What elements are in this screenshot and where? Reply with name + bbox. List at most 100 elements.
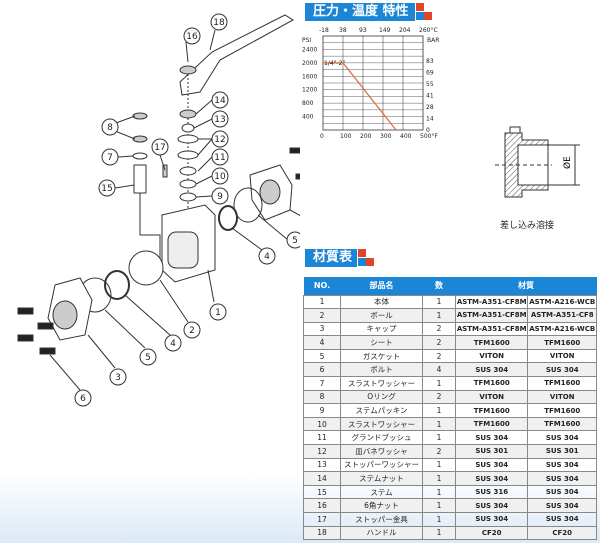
header-name: 部品名	[340, 277, 423, 295]
header-qty: 数	[422, 277, 456, 295]
x-tick-label: 200	[360, 133, 372, 140]
material-1: ASTM-A351-CF8M	[454, 308, 529, 323]
callout-number: 3	[115, 373, 121, 383]
callout-13: 13	[211, 110, 229, 128]
quantity: 1	[422, 525, 456, 541]
part-name: スラストワッシャー	[340, 416, 423, 432]
part-name: ボルト	[340, 362, 423, 378]
part-name: ステム	[340, 484, 423, 500]
x-tick-label: 500°F	[420, 133, 438, 140]
part-no: 17	[303, 512, 341, 527]
material-2: ASTM-A216-WCB	[527, 321, 597, 337]
callout-number: 13	[214, 115, 225, 125]
y2-tick-label: 55	[426, 81, 434, 88]
callout-number: 14	[214, 96, 226, 106]
section-caption: 差し込み溶接	[500, 221, 555, 231]
part-no: 10	[303, 416, 341, 432]
part-name: グランドブッシュ	[340, 430, 423, 446]
callout-number: 15	[101, 184, 112, 194]
callout-number: 6	[80, 394, 86, 404]
callout-5: 5	[286, 231, 300, 249]
quantity: 1	[422, 471, 456, 486]
quantity: 2	[422, 389, 456, 405]
material-1: SUS 301	[454, 444, 529, 459]
dimension-label: ØE	[562, 156, 573, 169]
material-2: SUS 304	[527, 457, 597, 473]
material-1: SUS 304	[454, 457, 529, 473]
x2-tick-label: 38	[339, 27, 347, 34]
deco-square	[424, 12, 432, 20]
quantity: 2	[422, 335, 456, 350]
material-1: SUS 304	[454, 362, 529, 378]
y-tick-label: 2000	[302, 60, 317, 67]
part-name: キャップ	[340, 321, 423, 337]
quantity: 1	[422, 403, 456, 418]
material-2: TFM1600	[527, 335, 597, 350]
callout-14: 14	[211, 91, 229, 109]
part-name: ハンドル	[340, 525, 423, 541]
callout-7: 7	[101, 148, 119, 166]
part-no: 11	[303, 430, 341, 446]
quantity: 1	[422, 484, 456, 500]
deco-square	[366, 258, 374, 266]
x2-tick-label: 260°C	[419, 27, 438, 34]
quantity: 1	[422, 512, 456, 527]
callout-18: 18	[210, 13, 228, 31]
part-name: スラストワッシャー	[340, 376, 423, 391]
material-2: TFM1600	[527, 416, 597, 432]
y2-tick-label: 14	[426, 115, 434, 122]
material-2: SUS 304	[527, 484, 597, 500]
part-name: 6角ナット	[340, 498, 423, 513]
callout-10: 10	[211, 167, 229, 185]
material-2: SUS 304	[527, 430, 597, 446]
part-no: 7	[303, 376, 341, 391]
callout-4: 4	[164, 334, 182, 352]
x2-tick-label: 204	[399, 27, 411, 34]
callout-number: 1	[215, 308, 221, 318]
deco-square	[358, 258, 366, 266]
callout-number: 5	[292, 236, 298, 246]
part-no: 13	[303, 457, 341, 473]
callout-number: 18	[213, 18, 225, 28]
part-no: 4	[303, 335, 341, 350]
y2-tick-label: 69	[426, 69, 434, 76]
x-tick-label: 400	[400, 133, 412, 140]
x-tick-label: 0	[320, 133, 324, 140]
part-no: 14	[303, 471, 341, 486]
header-material: 材質	[455, 277, 597, 295]
y-tick-label: 1200	[302, 87, 317, 94]
callout-11: 11	[211, 148, 229, 166]
part-name: 皿バネワッシャ	[340, 444, 423, 459]
callout-number: 2	[189, 326, 195, 336]
chart-title: 圧力・温度 特性	[313, 4, 409, 19]
callout-number: 4	[170, 339, 176, 349]
part-name: ガスケット	[340, 348, 423, 364]
quantity: 2	[422, 321, 456, 337]
part-no: 9	[303, 403, 341, 418]
callout-2: 2	[183, 321, 201, 339]
callout-number: 9	[217, 192, 223, 202]
x2-tick-label: 149	[379, 27, 391, 34]
material-2: SUS 304	[527, 362, 597, 378]
quantity: 2	[422, 444, 456, 459]
material-1: TFM1600	[454, 403, 529, 418]
callout-number: 8	[107, 123, 113, 133]
part-name: Oリング	[340, 389, 423, 405]
material-1: ASTM-A351-CF8M	[454, 294, 529, 310]
callout-number: 7	[107, 153, 113, 163]
part-name: ボール	[340, 308, 423, 323]
material-2: TFM1600	[527, 376, 597, 391]
part-no: 18	[303, 525, 341, 541]
material-2: ASTM-A216-WCB	[527, 294, 597, 310]
quantity: 1	[422, 416, 456, 432]
